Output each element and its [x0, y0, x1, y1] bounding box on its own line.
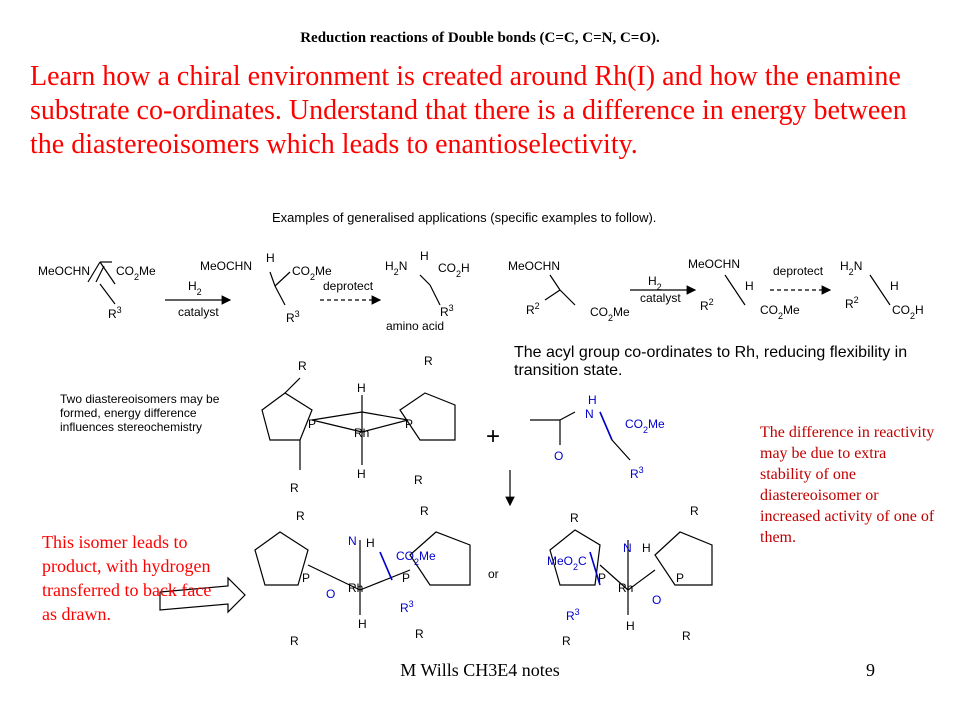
- co2me-label-sub: CO2Me: [625, 417, 665, 435]
- h-label-complex-bottom: H: [357, 467, 366, 481]
- o-label-sub: O: [554, 449, 563, 463]
- meochn-label-2: MeOCHN: [200, 259, 252, 273]
- r-label-bottom-right: R: [414, 473, 423, 487]
- o-label-c2: O: [652, 593, 661, 607]
- h-label-c2-bottom: H: [626, 619, 635, 633]
- catalyst-label-2: catalyst: [640, 291, 681, 305]
- r-label-bottom-left: R: [290, 481, 299, 495]
- co2h-label-1: CO2H: [438, 261, 470, 279]
- r3-label-c2: R3: [566, 607, 580, 623]
- examples-subheading: Examples of generalised applications (sp…: [272, 210, 657, 225]
- h-label-c1-bottom: H: [358, 617, 367, 631]
- n-label-c2: N: [623, 541, 632, 555]
- note-difference-reactivity: The difference in reactivity may be due …: [760, 424, 935, 546]
- deprotect-label-2: deprotect: [773, 264, 824, 278]
- r3-label-1: R3: [108, 305, 122, 321]
- co2me-label-3: CO2Me: [590, 305, 630, 323]
- r3-label-c1: R3: [400, 599, 414, 615]
- r2-label-1: R2: [526, 301, 540, 317]
- note-acyl-group: The acyl group co-ordinates to Rh, reduc…: [514, 344, 908, 379]
- footer-notes: M Wills CH3E4 notes: [400, 660, 560, 680]
- r2-label-3: R2: [845, 295, 859, 311]
- p-label-c1-left: P: [302, 571, 310, 585]
- p-label-right: P: [405, 417, 413, 431]
- rh-label: Rh: [354, 426, 369, 440]
- p-label-c1-right: P: [402, 571, 410, 585]
- rh-label-c2: Rh: [618, 581, 633, 595]
- p-label-c2-right: P: [676, 571, 684, 585]
- meochn-label-3: MeOCHN: [508, 259, 560, 273]
- h2-label-1: H2: [188, 279, 202, 297]
- r3-label-3: R3: [440, 303, 454, 319]
- co2me-label-2: CO2Me: [292, 264, 332, 282]
- r-label-c1-bottom: R: [290, 634, 299, 648]
- n-label-c1: N: [348, 534, 357, 548]
- r2-label-2: R2: [700, 297, 714, 313]
- r-label-c1-top-right: R: [420, 504, 429, 518]
- slide-title: Reduction reactions of Double bonds (C=C…: [300, 30, 660, 46]
- r-label-top-right: R: [424, 354, 433, 368]
- p-label-c2-left: P: [598, 571, 606, 585]
- h2-label-2: H2: [648, 274, 662, 292]
- amino-acid-label: amino acid: [386, 319, 444, 333]
- meo2c-label-c2: MeO2C: [547, 554, 587, 572]
- note-isomer-product: This isomer leads to product, with hydro…: [42, 532, 212, 624]
- page-number: 9: [866, 660, 875, 680]
- p-label-left: P: [308, 417, 316, 431]
- r-label-top-left: R: [298, 359, 307, 373]
- r-label-c2-bottom: R: [562, 634, 571, 648]
- r3-label-sub: R3: [630, 465, 644, 481]
- r-label-c1-top: R: [296, 509, 305, 523]
- co2me-label-1: CO2Me: [116, 264, 156, 282]
- rh-label-c1: Rh: [348, 581, 363, 595]
- r-label-c2-bottom-right: R: [682, 629, 691, 643]
- h-label-2: H: [420, 249, 429, 263]
- h-label-1: H: [266, 251, 275, 265]
- h-label-4: H: [890, 279, 899, 293]
- plus-sign: +: [486, 423, 500, 450]
- h2n-label-1: H2N: [385, 259, 407, 277]
- meochn-label-1: MeOCHN: [38, 264, 90, 278]
- r-label-c2-top-right: R: [690, 504, 699, 518]
- intro-text: Learn how a chiral environment is create…: [30, 61, 907, 160]
- catalyst-label-1: catalyst: [178, 305, 219, 319]
- r3-label-2: R3: [286, 309, 300, 325]
- nh-label-n: N: [585, 407, 594, 421]
- h-label-3: H: [745, 279, 754, 293]
- o-label-c1: O: [326, 587, 335, 601]
- h-label-c2: H: [642, 541, 651, 555]
- nh-label-h: H: [588, 393, 597, 407]
- note-two-diastereoisomers: Two diastereoisomers may be formed, ener…: [60, 392, 220, 434]
- or-label: or: [488, 567, 499, 581]
- co2h-label-2: CO2H: [892, 303, 924, 321]
- deprotect-label-1: deprotect: [323, 279, 374, 293]
- r-label-c1-bottom-right: R: [415, 627, 424, 641]
- h-label-c1: H: [366, 536, 375, 550]
- co2me-label-c1: CO2Me: [396, 549, 436, 567]
- co2me-label-4: CO2Me: [760, 303, 800, 321]
- h-label-complex-top: H: [357, 381, 366, 395]
- h2n-label-2: H2N: [840, 259, 862, 277]
- meochn-label-4: MeOCHN: [688, 257, 740, 271]
- r-label-c2-top: R: [570, 511, 579, 525]
